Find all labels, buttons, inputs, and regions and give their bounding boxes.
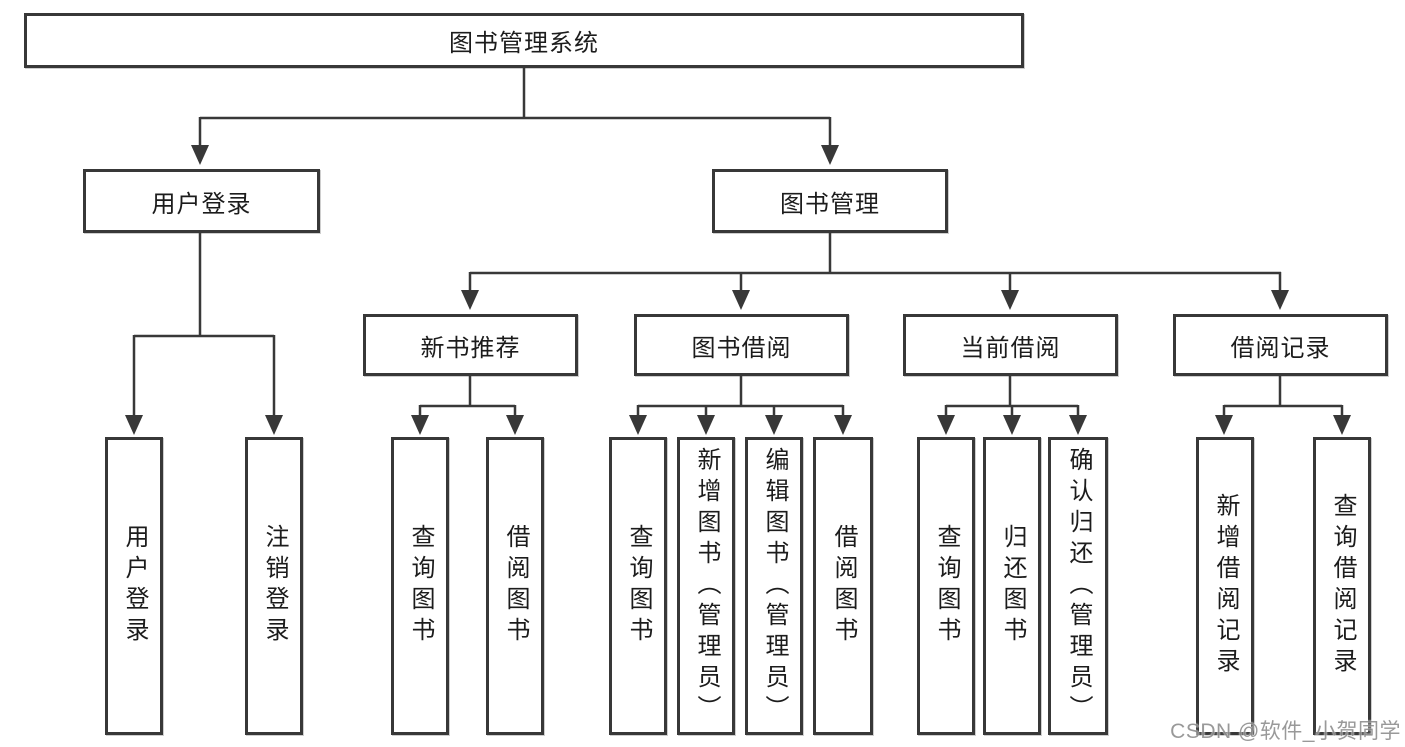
- leaf-label: 新增图书（管理员）: [693, 446, 720, 726]
- node-user-login: 用户登录: [83, 169, 320, 233]
- leaf-label: 查询借阅记录: [1329, 493, 1356, 679]
- node-borrow-records: 借阅记录: [1173, 314, 1388, 376]
- node-new-book-recommend: 新书推荐: [363, 314, 578, 376]
- node-current-borrow: 当前借阅: [903, 314, 1118, 376]
- leaf-label: 查询图书: [625, 524, 652, 648]
- node-root: 图书管理系统: [24, 13, 1024, 68]
- leaf-label: 借阅图书: [502, 524, 529, 648]
- leaf-label: 编辑图书（管理员）: [761, 446, 788, 726]
- leaf-user-login: 用户登录: [105, 437, 163, 735]
- leaf-label: 确认归还（管理员）: [1065, 446, 1092, 726]
- leaf-label: 用户登录: [121, 524, 148, 648]
- leaf-label: 新增借阅记录: [1212, 493, 1239, 679]
- leaf-query-borrow-record: 查询借阅记录: [1313, 437, 1371, 735]
- leaf-return-books: 归还图书: [983, 437, 1041, 735]
- leaf-label: 查询图书: [933, 524, 960, 648]
- leaf-add-books-admin: 新增图书（管理员）: [677, 437, 735, 735]
- leaf-edit-books-admin: 编辑图书（管理员）: [745, 437, 803, 735]
- leaf-label: 查询图书: [407, 524, 434, 648]
- leaf-borrow-books-2: 借阅图书: [813, 437, 873, 735]
- leaf-add-borrow-record: 新增借阅记录: [1196, 437, 1254, 735]
- leaf-label: 借阅图书: [830, 524, 857, 648]
- node-book-borrow: 图书借阅: [634, 314, 849, 376]
- csdn-watermark: CSDN @软件_小贺同学: [1170, 720, 1401, 743]
- leaf-query-books-2: 查询图书: [609, 437, 667, 735]
- leaf-confirm-return-admin: 确认归还（管理员）: [1048, 437, 1108, 735]
- leaf-borrow-books-1: 借阅图书: [486, 437, 544, 735]
- leaf-label: 注销登录: [261, 524, 288, 648]
- node-book-management: 图书管理: [712, 169, 948, 233]
- leaf-logout: 注销登录: [245, 437, 303, 735]
- leaf-query-books-3: 查询图书: [917, 437, 975, 735]
- leaf-query-books-1: 查询图书: [391, 437, 449, 735]
- leaf-label: 归还图书: [999, 524, 1026, 648]
